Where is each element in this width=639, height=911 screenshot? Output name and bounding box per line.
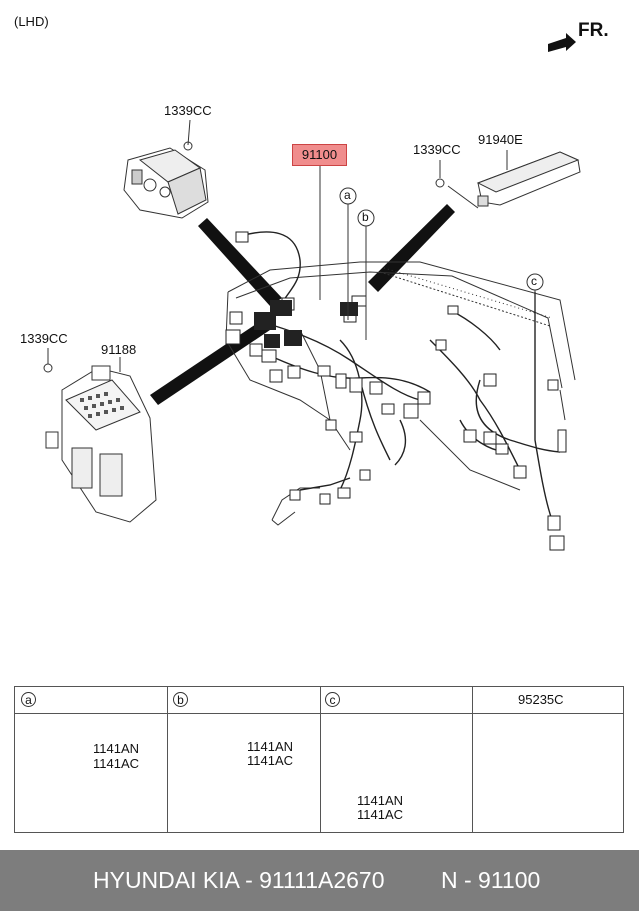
legend-column-divider	[167, 687, 168, 832]
legend-header-95235c: 95235C	[518, 692, 564, 707]
legend-b-part-2: 1141AC	[247, 753, 294, 768]
part-label-1339cc-top: 1339CC	[164, 103, 212, 118]
dark-connectors	[254, 300, 358, 348]
callout-b: b	[362, 210, 369, 224]
legend-key-c: c	[325, 692, 340, 707]
wiring-harness-diagram	[43, 33, 581, 551]
module-91940e-part	[435, 151, 581, 207]
part-label-91188: 91188	[101, 342, 137, 357]
junction-box-91188-part	[43, 363, 157, 523]
switch-module-part	[123, 141, 209, 219]
legend-column-divider	[472, 687, 473, 832]
lhd-label: (LHD)	[14, 14, 49, 29]
callout-circles	[339, 187, 544, 291]
leader-lines	[319, 166, 536, 340]
part-label-1339cc-right: 1339CC	[413, 142, 461, 157]
legend-header-divider	[15, 713, 623, 714]
footer-bar: HYUNDAI KIA - 91111A2670 N - 91100	[0, 850, 639, 911]
legend-table: a b c 95235C 1141AN 1141AC 1141AN 1141AC…	[14, 686, 624, 833]
footer-reference-number: N - 91100	[441, 867, 541, 893]
callout-a: a	[344, 188, 351, 202]
legend-c-part-2: 1141AC	[357, 807, 404, 822]
front-direction-arrow-icon	[548, 33, 576, 52]
legend-a-part-2: 1141AC	[93, 756, 140, 771]
front-direction-label: FR.	[578, 20, 609, 41]
section-indicator-ribbons	[150, 204, 455, 405]
legend-b-part-1: 1141AN	[247, 739, 294, 754]
dashboard-outline	[225, 261, 576, 526]
part-label-1339cc-left: 1339CC	[20, 331, 68, 346]
legend-key-b: b	[173, 692, 188, 707]
footer-brand-part-number: HYUNDAI KIA - 91111A2670	[93, 867, 385, 893]
legend-c-part-1: 1141AN	[357, 793, 404, 808]
legend-column-divider	[320, 687, 321, 832]
legend-a-part-1: 1141AN	[93, 741, 140, 756]
part-label-91100-highlighted: 91100	[292, 144, 347, 166]
legend-key-a: a	[21, 692, 36, 707]
callout-c: c	[531, 274, 537, 288]
part-label-91940e: 91940E	[478, 132, 523, 147]
